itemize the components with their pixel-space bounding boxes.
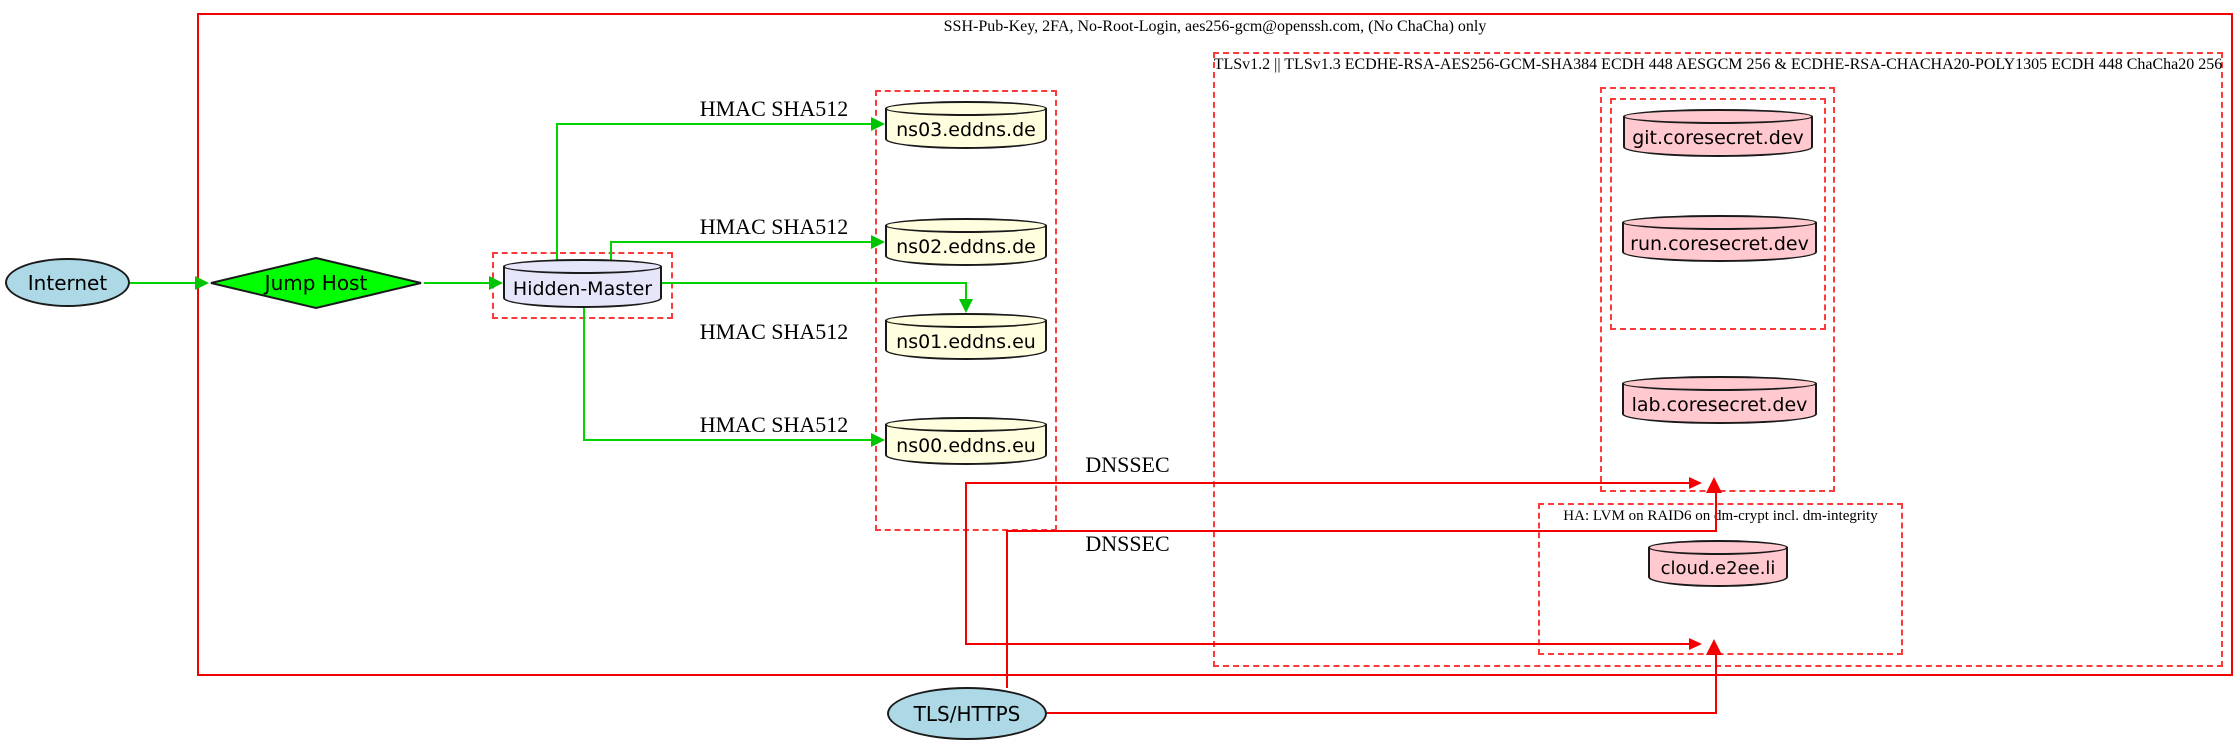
edge-hm-ns00-v xyxy=(583,308,585,440)
cluster-coresecret-inner xyxy=(1610,98,1826,330)
edge-jumphost-hiddenmaster xyxy=(424,282,490,284)
edge-tls-coresecret-v xyxy=(1715,493,1717,532)
edge-label-hmac-ns02: HMAC SHA512 xyxy=(699,214,849,239)
node-ns01: ns01.eddns.eu xyxy=(885,313,1047,360)
node-tls-https-label: TLS/HTTPS xyxy=(913,701,1021,726)
cylinder-cap xyxy=(503,259,662,274)
cluster-tls xyxy=(1213,52,2223,667)
node-ns01-label: ns01.eddns.eu xyxy=(896,330,1036,353)
node-run: run.coresecret.dev xyxy=(1622,215,1817,262)
node-ns02-label: ns02.eddns.de xyxy=(896,236,1036,258)
edge-hm-ns01-h xyxy=(662,282,967,284)
edge-label-dnssec-1: DNSSEC xyxy=(1085,452,1170,477)
cylinder-cap xyxy=(1622,376,1817,391)
edge-internet-jumphost xyxy=(130,282,196,284)
node-ns02: ns02.eddns.de xyxy=(885,218,1047,266)
cluster-ha-label: HA: LVM on RAID6 on dm-crypt incl. dm-in… xyxy=(1563,508,1878,524)
arrowhead-coresecret-bottom xyxy=(1706,477,1722,493)
node-git: git.coresecret.dev xyxy=(1623,109,1813,157)
node-ns00-label: ns00.eddns.eu xyxy=(896,435,1036,457)
edge-label-hmac-ns01: HMAC SHA512 xyxy=(699,319,849,344)
node-cloud-label: cloud.e2ee.li xyxy=(1660,558,1776,579)
arrowhead-dnssec-coresecret-right xyxy=(1689,477,1702,489)
edge-hm-ns03-h xyxy=(556,123,872,125)
arrowhead-ns01 xyxy=(959,299,973,313)
edge-hm-ns02-v xyxy=(610,242,612,260)
node-internet-label: Internet xyxy=(27,270,108,295)
node-lab: lab.coresecret.dev xyxy=(1622,376,1817,424)
edge-hm-ns00-h xyxy=(583,439,872,441)
node-jump-host: Jump Host xyxy=(208,256,424,310)
edge-label-hmac-ns03: HMAC SHA512 xyxy=(699,96,849,121)
cylinder-cap xyxy=(1623,109,1813,124)
edge-hm-ns01-v xyxy=(965,282,967,300)
node-run-label: run.coresecret.dev xyxy=(1630,232,1809,255)
cylinder-cap xyxy=(885,417,1047,432)
node-git-label: git.coresecret.dev xyxy=(1632,127,1804,149)
cluster-tls-label: TLSv1.2 || TLSv1.3 ECDHE-RSA-AES256-GCM-… xyxy=(1213,56,2223,73)
edge-dnssec-coresecret-h xyxy=(965,482,1692,484)
edge-tls-up-v xyxy=(1006,531,1008,688)
arrowhead-jumphost xyxy=(195,276,209,290)
cluster-ssh-label: SSH-Pub-Key, 2FA, No-Root-Login, aes256-… xyxy=(943,18,1487,35)
cylinder-cap xyxy=(885,101,1047,116)
edge-tls-coresecret-h xyxy=(1006,530,1717,532)
edge-dnssec-v xyxy=(965,483,967,644)
node-hidden-master-label: Hidden-Master xyxy=(512,277,653,300)
node-tls-https: TLS/HTTPS xyxy=(887,687,1047,740)
cylinder-cap xyxy=(885,218,1047,233)
node-cloud: cloud.e2ee.li xyxy=(1648,540,1788,587)
edge-hm-ns03-v xyxy=(556,124,558,260)
node-ns03-label: ns03.eddns.de xyxy=(896,119,1036,141)
arrowhead-ns03 xyxy=(871,117,885,131)
cylinder-cap xyxy=(1622,215,1817,230)
node-ns00: ns00.eddns.eu xyxy=(885,417,1047,465)
edge-dnssec-ha-h xyxy=(965,643,1692,645)
edge-label-dnssec-2: DNSSEC xyxy=(1085,531,1170,556)
arrowhead-ns00 xyxy=(871,433,885,447)
node-jump-host-label: Jump Host xyxy=(264,271,368,295)
arrowhead-dnssec-ha-right xyxy=(1689,638,1702,650)
edge-hm-ns02-h xyxy=(610,241,872,243)
arrowhead-hiddenmaster xyxy=(489,276,503,290)
arrowhead-ha-bottom xyxy=(1706,639,1722,655)
cylinder-cap xyxy=(1648,540,1788,555)
cylinder-cap xyxy=(885,313,1047,328)
edge-tls-ha-v xyxy=(1715,655,1717,713)
node-ns03: ns03.eddns.de xyxy=(885,101,1047,149)
node-lab-label: lab.coresecret.dev xyxy=(1631,394,1808,416)
cylinder-body xyxy=(885,424,1047,465)
edge-label-hmac-ns00: HMAC SHA512 xyxy=(699,412,849,437)
diamond-shape xyxy=(210,256,422,310)
arrowhead-ns02 xyxy=(871,235,885,249)
cluster-ssh xyxy=(197,13,2233,676)
node-hidden-master: Hidden-Master xyxy=(503,259,662,308)
node-internet: Internet xyxy=(5,258,130,307)
edge-tls-ha-h xyxy=(1047,712,1717,714)
